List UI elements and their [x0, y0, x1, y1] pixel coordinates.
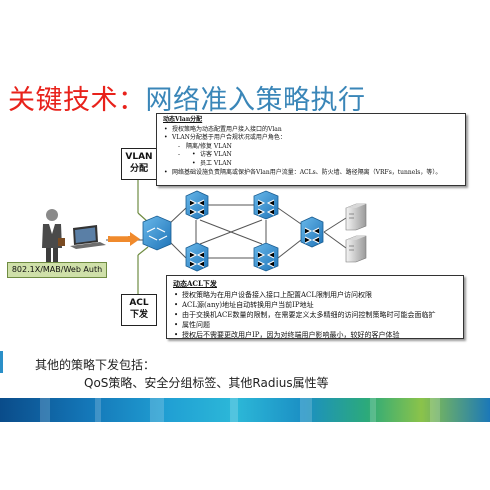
acl-label-line2: 下发 [129, 310, 148, 320]
callout-item: 授权后不需要更改用户IP，因为对终端用户影响最小，较好的客户体验 [174, 330, 457, 340]
callout-item: VLAN分配基于用户合规状况或用户角色： 隔离/修复 VLAN 访客 VLAN … [164, 134, 459, 169]
vlan-assign-label: VLAN 分配 [121, 148, 157, 180]
callout-item-continuation: 属性问题 [174, 320, 457, 330]
callout-item: 授权策略为在用户设备接入接口上配置ACL限制用户访问权限 [174, 290, 457, 300]
callout-item: 网络基础设施负责隔离或保护各Vlan用户流量：ACLs、防火墙、路径隔离（VRF… [164, 169, 459, 178]
callout-item: 授权策略为动态配置用户接入接口的Vlan [164, 126, 459, 135]
title-accent: 关键技术： [8, 85, 146, 116]
laptop-icon [70, 225, 106, 249]
access-switch-icon [142, 215, 172, 251]
core-switch-icon [253, 190, 279, 220]
title-rest: 网络准入策略执行 [145, 85, 366, 116]
distribution-switch-icon [185, 242, 209, 272]
auth-method-label: 802.1X/MAB/Web Auth [7, 262, 107, 278]
dynamic-acl-callout: 动态ACL下发 授权策略为在用户设备接入接口上配置ACL限制用户访问权限 ACL… [166, 275, 464, 340]
server-icon [345, 235, 367, 263]
acl-download-label: ACL 下发 [121, 294, 157, 326]
dynamic-vlan-callout: 动态Vlan分配 授权策略为动态配置用户接入接口的Vlan VLAN分配基于用户… [156, 113, 466, 186]
callout-subitem: 隔离/修复 VLAN [178, 143, 459, 152]
auth-arrow-icon [108, 232, 140, 246]
callout-item-text: VLAN分配基于用户合规状况或用户角色： [172, 134, 286, 142]
callout-item: ACL源(any)地址自动转换用户当前IP地址 [174, 300, 457, 310]
callout-subitem: 员工 VLAN [192, 160, 459, 169]
callout-heading: 动态ACL下发 [173, 279, 217, 288]
core-switch-icon [253, 242, 279, 272]
callout-item: 由于交换机ACE数量的限制，在需要定义太多精细的访问控制策略时可能会面临扩 [174, 310, 457, 320]
other-policies-heading: 其他的策略下发包括： [35, 358, 156, 372]
vlan-label-line2: 分配 [129, 164, 148, 174]
other-policies-list: QoS策略、安全分组标签、其他Radius属性等 [84, 376, 329, 390]
page-title: 关键技术：网络准入策略执行 [8, 78, 366, 117]
vlan-label-line1: VLAN [125, 152, 153, 162]
distribution-switch-icon [185, 190, 209, 220]
server-icon [345, 203, 367, 231]
left-accent-bar [0, 351, 3, 373]
footer-decoration-band [0, 398, 490, 422]
callout-subitem: 访客 VLAN 员工 VLAN [178, 151, 459, 169]
datacenter-switch-icon [300, 216, 324, 248]
acl-label-line1: ACL [129, 298, 149, 308]
user-icon [42, 209, 65, 264]
callout-heading: 动态Vlan分配 [163, 116, 203, 123]
callout-subitem: 访客 VLAN [192, 151, 459, 160]
